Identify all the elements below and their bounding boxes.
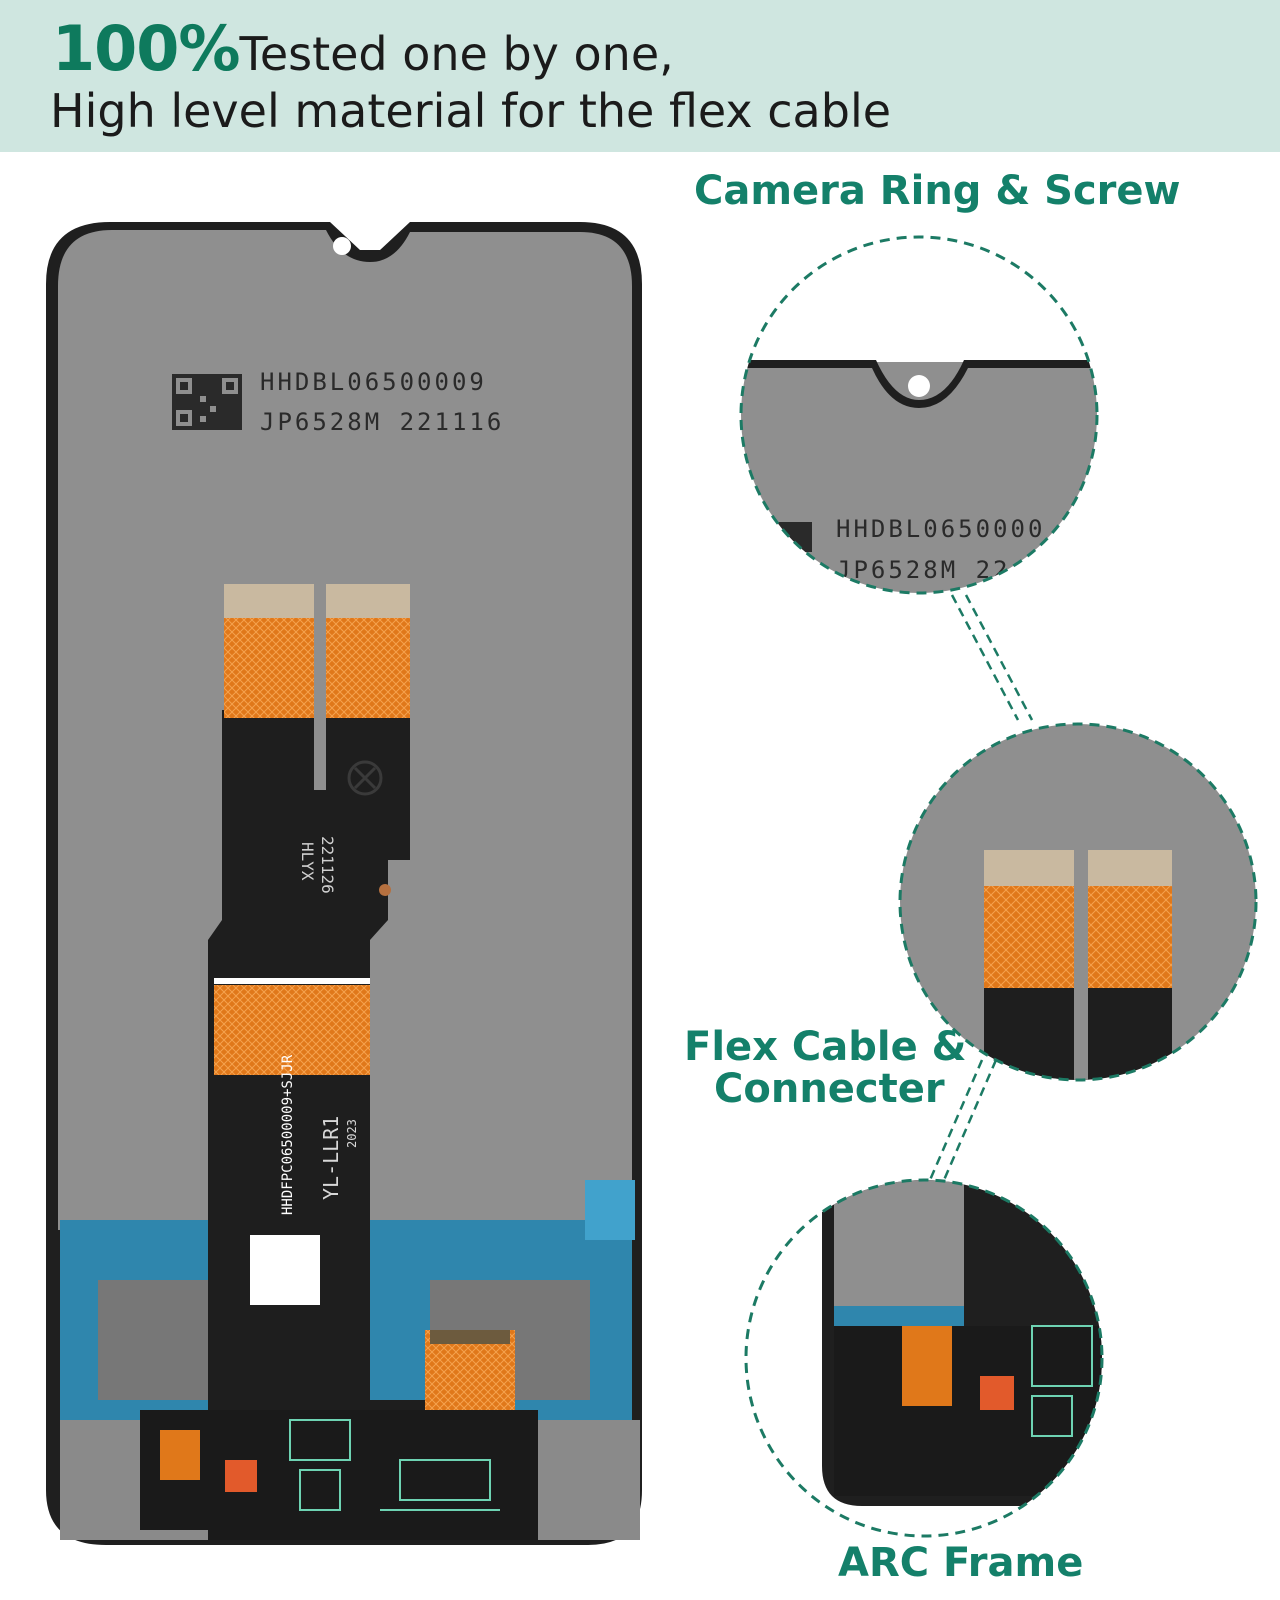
serial-line-1: HHDBL06500009 [260,368,487,396]
flex-middle-band [214,985,370,1075]
date-sub: HLYX [298,842,317,881]
headline: 100%Tested one by one, [52,12,674,85]
label-flex-line2: Connecter [714,1066,945,1112]
cable-model: YL-LLR1 [319,1116,343,1200]
connector-right-tab [326,584,410,618]
label-flex-cable: Flex Cable & Connecter [684,1026,967,1110]
white-sticker [250,1235,320,1305]
label-camera-ring: Camera Ring & Screw [694,168,1181,214]
zoom-serial-line-1: HHDBL0650000 [836,515,1045,543]
qr-code-icon [172,374,242,430]
zoom-camera-hole [908,375,930,397]
cable-year: 2023 [345,1119,359,1148]
zoom-circle-frame [744,1178,1104,1538]
cable-code: HHDFPC06500009+SJJR [280,1054,296,1215]
date-code: 221126 [318,836,337,894]
zoom-circle-flex [898,722,1258,1082]
connector-right [326,618,410,718]
zoom-serial-line-2: JP6528M 22 [836,556,1011,584]
serial-line-2: JP6528M 221116 [260,408,504,436]
header-banner: 100%Tested one by one, High level materi… [0,0,1280,152]
pcb-board [208,1410,538,1540]
headline-rest: Tested one by one, [239,27,674,81]
connector-left-tab [224,584,314,618]
label-flex-line1: Flex Cable & [684,1024,967,1070]
callout-connector-lines [928,594,1034,1181]
headline-emphasis: 100% [52,12,241,85]
camera-notch-hole [333,237,351,255]
subheadline: High level material for the flex cable [50,84,892,138]
connector-left [224,618,314,718]
label-arc-frame: ARC Frame [838,1540,1084,1586]
zoom-circle-camera: HHDBL0650000 JP6528M 22 [739,235,1099,595]
flex-cable [208,710,520,1540]
eco-logo-icon [347,760,383,796]
lcd-assembly-illustration: HHDBL06500009 JP6528M 221116 HHDFPC06500… [46,222,642,1545]
